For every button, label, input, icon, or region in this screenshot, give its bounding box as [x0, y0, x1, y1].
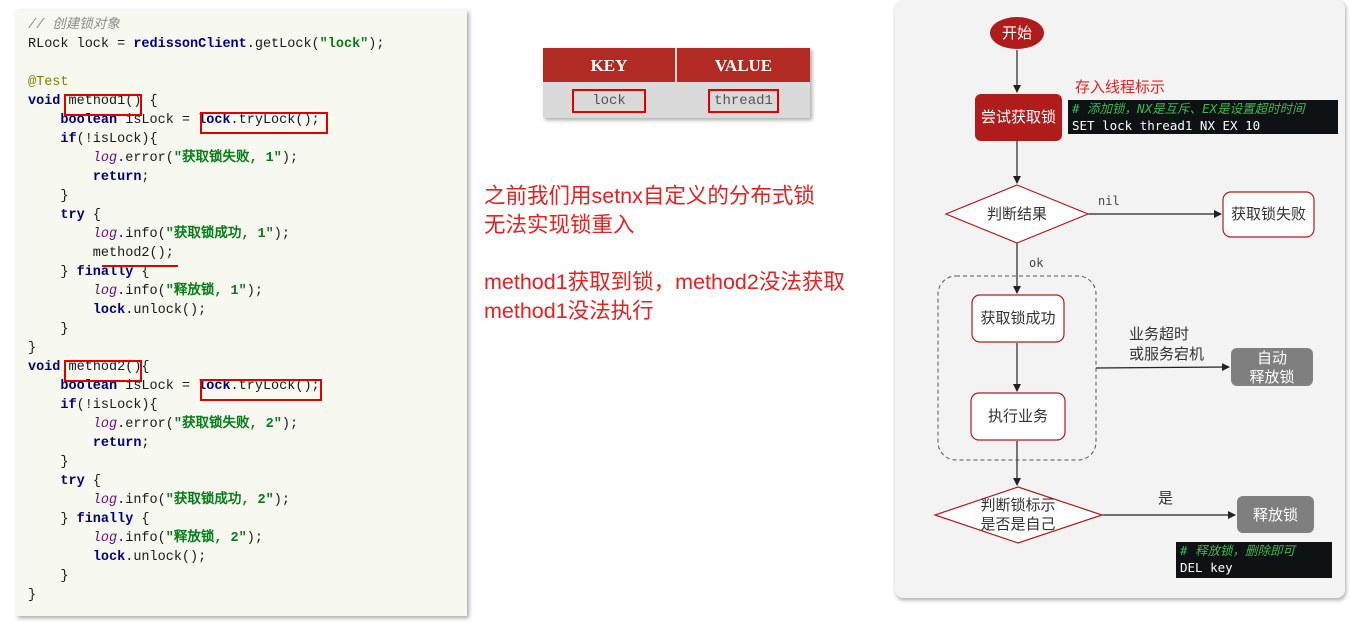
code-line: try { [60, 208, 101, 223]
ok-label: ok [1029, 256, 1044, 270]
highlight-method2 [64, 360, 142, 382]
note-line-2: 无法实现锁重入 [484, 213, 635, 237]
code-line: @Test [28, 75, 69, 90]
judge-own-node [933, 486, 1104, 544]
key-value: lock [572, 89, 646, 113]
fail-node [1222, 191, 1315, 238]
code-line: lock.unlock(); [92, 303, 207, 318]
set-command-box: # 添加锁，NX是互斥、EX是设置超时时间 SET lock thread1 N… [1068, 100, 1338, 134]
note-line-1: 之前我们用setnx自定义的分布式锁 [484, 184, 815, 208]
code-line: try { [60, 474, 101, 489]
start-node [990, 17, 1044, 49]
highlight-trylock-1 [200, 112, 328, 134]
timeout-label-1: 业务超时 [1129, 326, 1189, 343]
auto-release-text-1: 自动 [1257, 350, 1287, 367]
try-lock-text: 尝试获取锁 [981, 109, 1056, 126]
code-line: } [28, 569, 69, 584]
judge-result-text: 判断结果 [987, 206, 1047, 223]
flowchart: 开始 尝试获取锁 存入线程标示 判断结果 nil 获取锁失败 ok 获取锁成功 … [933, 17, 1315, 544]
code-line: void method2(){ [28, 360, 150, 375]
code-line: // 创建锁对象 [28, 18, 120, 33]
code-line: RLock lock = redissonClient.getLock("loc… [28, 37, 385, 52]
code-line: log.info("释放锁, 2"); [92, 531, 263, 546]
value-header: VALUE [677, 48, 810, 82]
code-line: lock.unlock(); [92, 550, 207, 565]
release-text: 释放锁 [1253, 507, 1298, 524]
lock-table: KEY VALUE lock thread1 [543, 48, 810, 118]
highlight-trylock-2 [200, 379, 322, 401]
judge-result-node [944, 184, 1090, 244]
code-line: } finally { [28, 265, 150, 280]
key-cell: lock [543, 84, 675, 118]
code-panel: // 创建锁对象 RLock lock = redissonClient.getL… [16, 10, 467, 616]
judge-own-text-2: 是否是自己 [980, 516, 1055, 533]
value-value: thread1 [708, 89, 779, 113]
code-line: log.error("获取锁失败, 1"); [92, 151, 299, 166]
set-command: SET lock thread1 NX EX 10 [1072, 118, 1261, 133]
code-line: void method1() { [28, 94, 158, 109]
code-line: method2(); [28, 246, 174, 261]
del-command-box: # 释放锁，删除即可 DEL key [1176, 542, 1332, 578]
code-line: return; [92, 436, 150, 451]
code-line: boolean isLock = lock.tryLock(); [60, 113, 320, 128]
code-line: log.info("获取锁成功, 1"); [92, 227, 290, 242]
highlight-method2-call [102, 265, 178, 267]
fail-text: 获取锁失败 [1231, 206, 1306, 223]
note-line-3: method1获取到锁，method2没法获取 [484, 270, 845, 294]
flowchart-panel: 开始 尝试获取锁 存入线程标示 判断结果 nil 获取锁失败 ok 获取锁成功 … [895, 0, 1345, 598]
code-line: log.info("获取锁成功, 2"); [92, 493, 290, 508]
auto-release-node [1231, 348, 1313, 386]
set-comment: # 添加锁，NX是互斥、EX是设置超时时间 [1072, 101, 1305, 116]
timeout-label-2: 或服务宕机 [1129, 346, 1204, 363]
code-line: } [28, 322, 69, 337]
code-line: } [28, 189, 69, 204]
code-line: log.error("获取锁失败, 2"); [92, 417, 299, 432]
code-line: } finally { [28, 512, 150, 527]
exec-node [970, 392, 1066, 441]
code-line: log.info("释放锁, 1"); [92, 284, 263, 299]
start-text: 开始 [1002, 25, 1032, 42]
exec-text: 执行业务 [988, 408, 1048, 425]
code-line: } [28, 588, 37, 603]
code-line: if(!isLock){ [60, 132, 158, 147]
code-line: } [28, 455, 69, 470]
yes-label: 是 [1158, 490, 1173, 507]
business-group [937, 275, 1097, 461]
highlight-method1 [64, 94, 142, 116]
edge-timeout-auto-release [1095, 363, 1230, 372]
key-header: KEY [543, 48, 675, 82]
try-lock-node [975, 94, 1062, 141]
auto-release-text-2: 释放锁 [1249, 369, 1294, 386]
del-command: DEL key [1180, 560, 1233, 575]
release-node [1237, 496, 1314, 533]
code-line: if(!isLock){ [60, 398, 158, 413]
note-line-4: method1没法执行 [484, 299, 654, 323]
code-line: boolean isLock = lock.tryLock(); [60, 379, 320, 394]
success-text: 获取锁成功 [980, 310, 1055, 327]
code-line: return; [92, 170, 150, 185]
judge-own-text-1: 判断锁标示 [980, 497, 1055, 514]
value-cell: thread1 [677, 84, 810, 118]
success-node [971, 294, 1065, 343]
nil-label: nil [1098, 194, 1120, 208]
code-line: } [28, 341, 37, 356]
del-comment: # 释放锁，删除即可 [1180, 543, 1296, 558]
store-thread-label: 存入线程标示 [1075, 79, 1165, 96]
